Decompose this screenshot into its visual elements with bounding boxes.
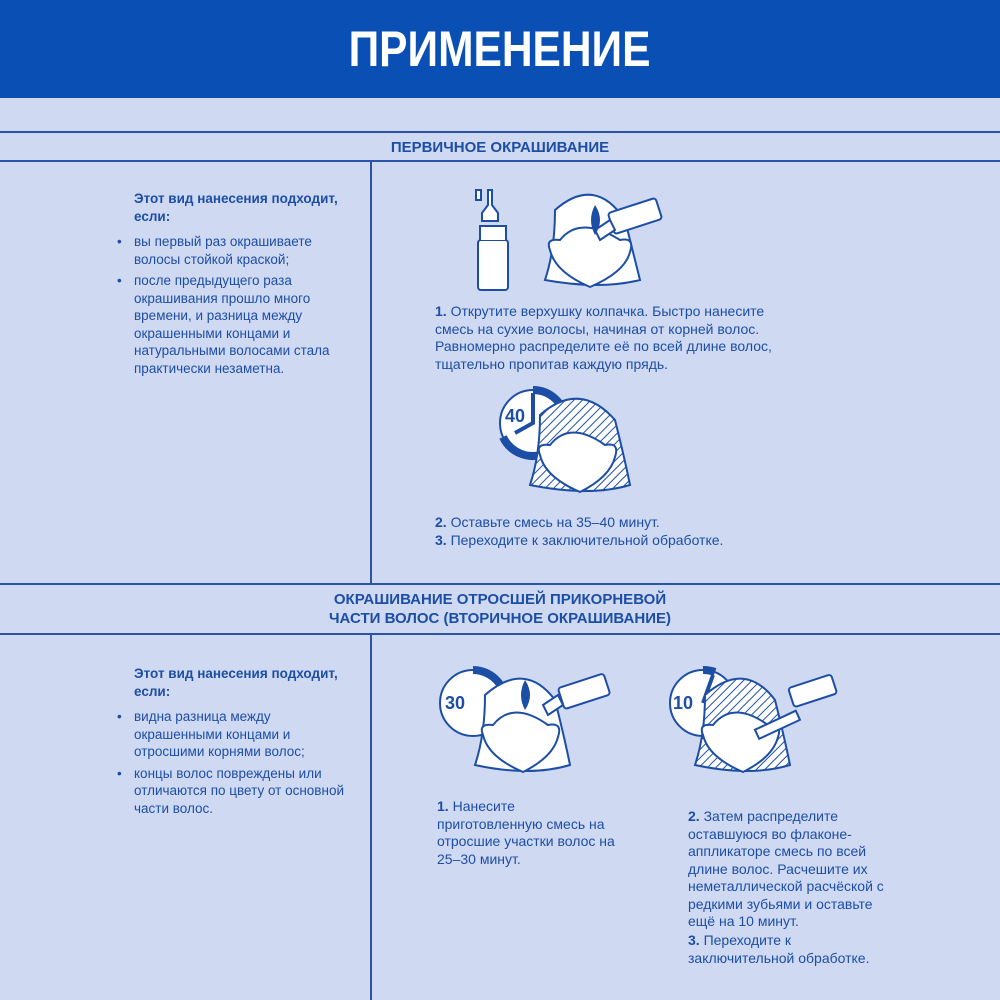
step-number: 2.	[688, 808, 700, 824]
step-text: Затем распределите оставшуюся во флаконе…	[688, 808, 884, 929]
primary-step-1: 1. Открутите верхушку колпачка. Быстро н…	[435, 303, 775, 373]
step-text: Переходите к заключительной обработке.	[450, 532, 724, 548]
apply-mixture-illustration	[475, 189, 663, 291]
timer-label: 30	[445, 693, 465, 713]
page-title: ПРИМЕНЕНИЕ	[349, 21, 651, 77]
timer-label: 10	[673, 693, 693, 713]
secondary-conditions: Этот вид нанесения подходит, если: видна…	[117, 665, 347, 821]
step-text: Нанесите приготовленную смесь на отросши…	[437, 798, 615, 867]
primary-conditions: Этот вид нанесения подходит, если: вы пе…	[117, 190, 347, 381]
step-text: Открутите верхушку колпачка. Быстро нане…	[435, 303, 772, 372]
divider	[0, 131, 1000, 133]
secondary-step-3: 3. Переходите к заключительной обработке…	[688, 932, 888, 967]
divider	[370, 633, 372, 1000]
divider	[0, 633, 1000, 635]
comb-distribution-illustration: 10	[669, 666, 838, 774]
step-number: 1.	[435, 303, 447, 319]
step-text: Переходите к заключительной обработке.	[688, 932, 870, 966]
section-title-secondary: ОКРАШИВАНИЕ ОТРОСШЕЙ ПРИКОРНЕВОЙ ЧАСТИ ВО…	[0, 590, 1000, 628]
divider	[0, 160, 1000, 162]
step-text: Оставьте смесь на 35–40 минут.	[450, 514, 660, 530]
step-number: 3.	[688, 932, 700, 948]
section-title-primary: ПЕРВИЧНОЕ ОКРАШИВАНИЕ	[390, 139, 610, 156]
title-line: ОКРАШИВАНИЕ ОТРОСШЕЙ ПРИКОРНЕВОЙ	[333, 591, 667, 608]
step-number: 3.	[435, 532, 447, 548]
page-header: ПРИМЕНЕНИЕ	[0, 0, 1000, 98]
conditions-heading: Этот вид нанесения подходит, если:	[134, 666, 338, 699]
wait-timer-illustration: 40	[499, 386, 632, 494]
step-number: 2.	[435, 514, 447, 530]
primary-step-3: 3. Переходите к заключительной обработке…	[435, 532, 775, 550]
condition-item: видна разница между окрашенными концами …	[117, 708, 347, 761]
divider	[0, 583, 1000, 585]
title-line: ЧАСТИ ВОЛОС (ВТОРИЧНОЕ ОКРАШИВАНИЕ)	[329, 610, 671, 627]
conditions-heading: Этот вид нанесения подходит, если:	[134, 191, 338, 224]
secondary-step-1: 1. Нанесите приготовленную смесь на отро…	[437, 798, 617, 868]
root-application-illustration: 30	[439, 666, 611, 774]
secondary-step-2: 2. Затем распределите оставшуюся во флак…	[688, 808, 888, 931]
timer-label: 40	[505, 406, 525, 426]
condition-item: после предыдущего раза окрашивания прошл…	[117, 272, 347, 377]
condition-item: концы волос повреждены или отличаются по…	[117, 765, 347, 818]
step-number: 1.	[437, 798, 449, 814]
divider	[370, 160, 372, 584]
condition-item: вы первый раз окрашиваете волосы стойкой…	[117, 233, 347, 268]
primary-step-2: 2. Оставьте смесь на 35–40 минут.	[435, 514, 775, 532]
